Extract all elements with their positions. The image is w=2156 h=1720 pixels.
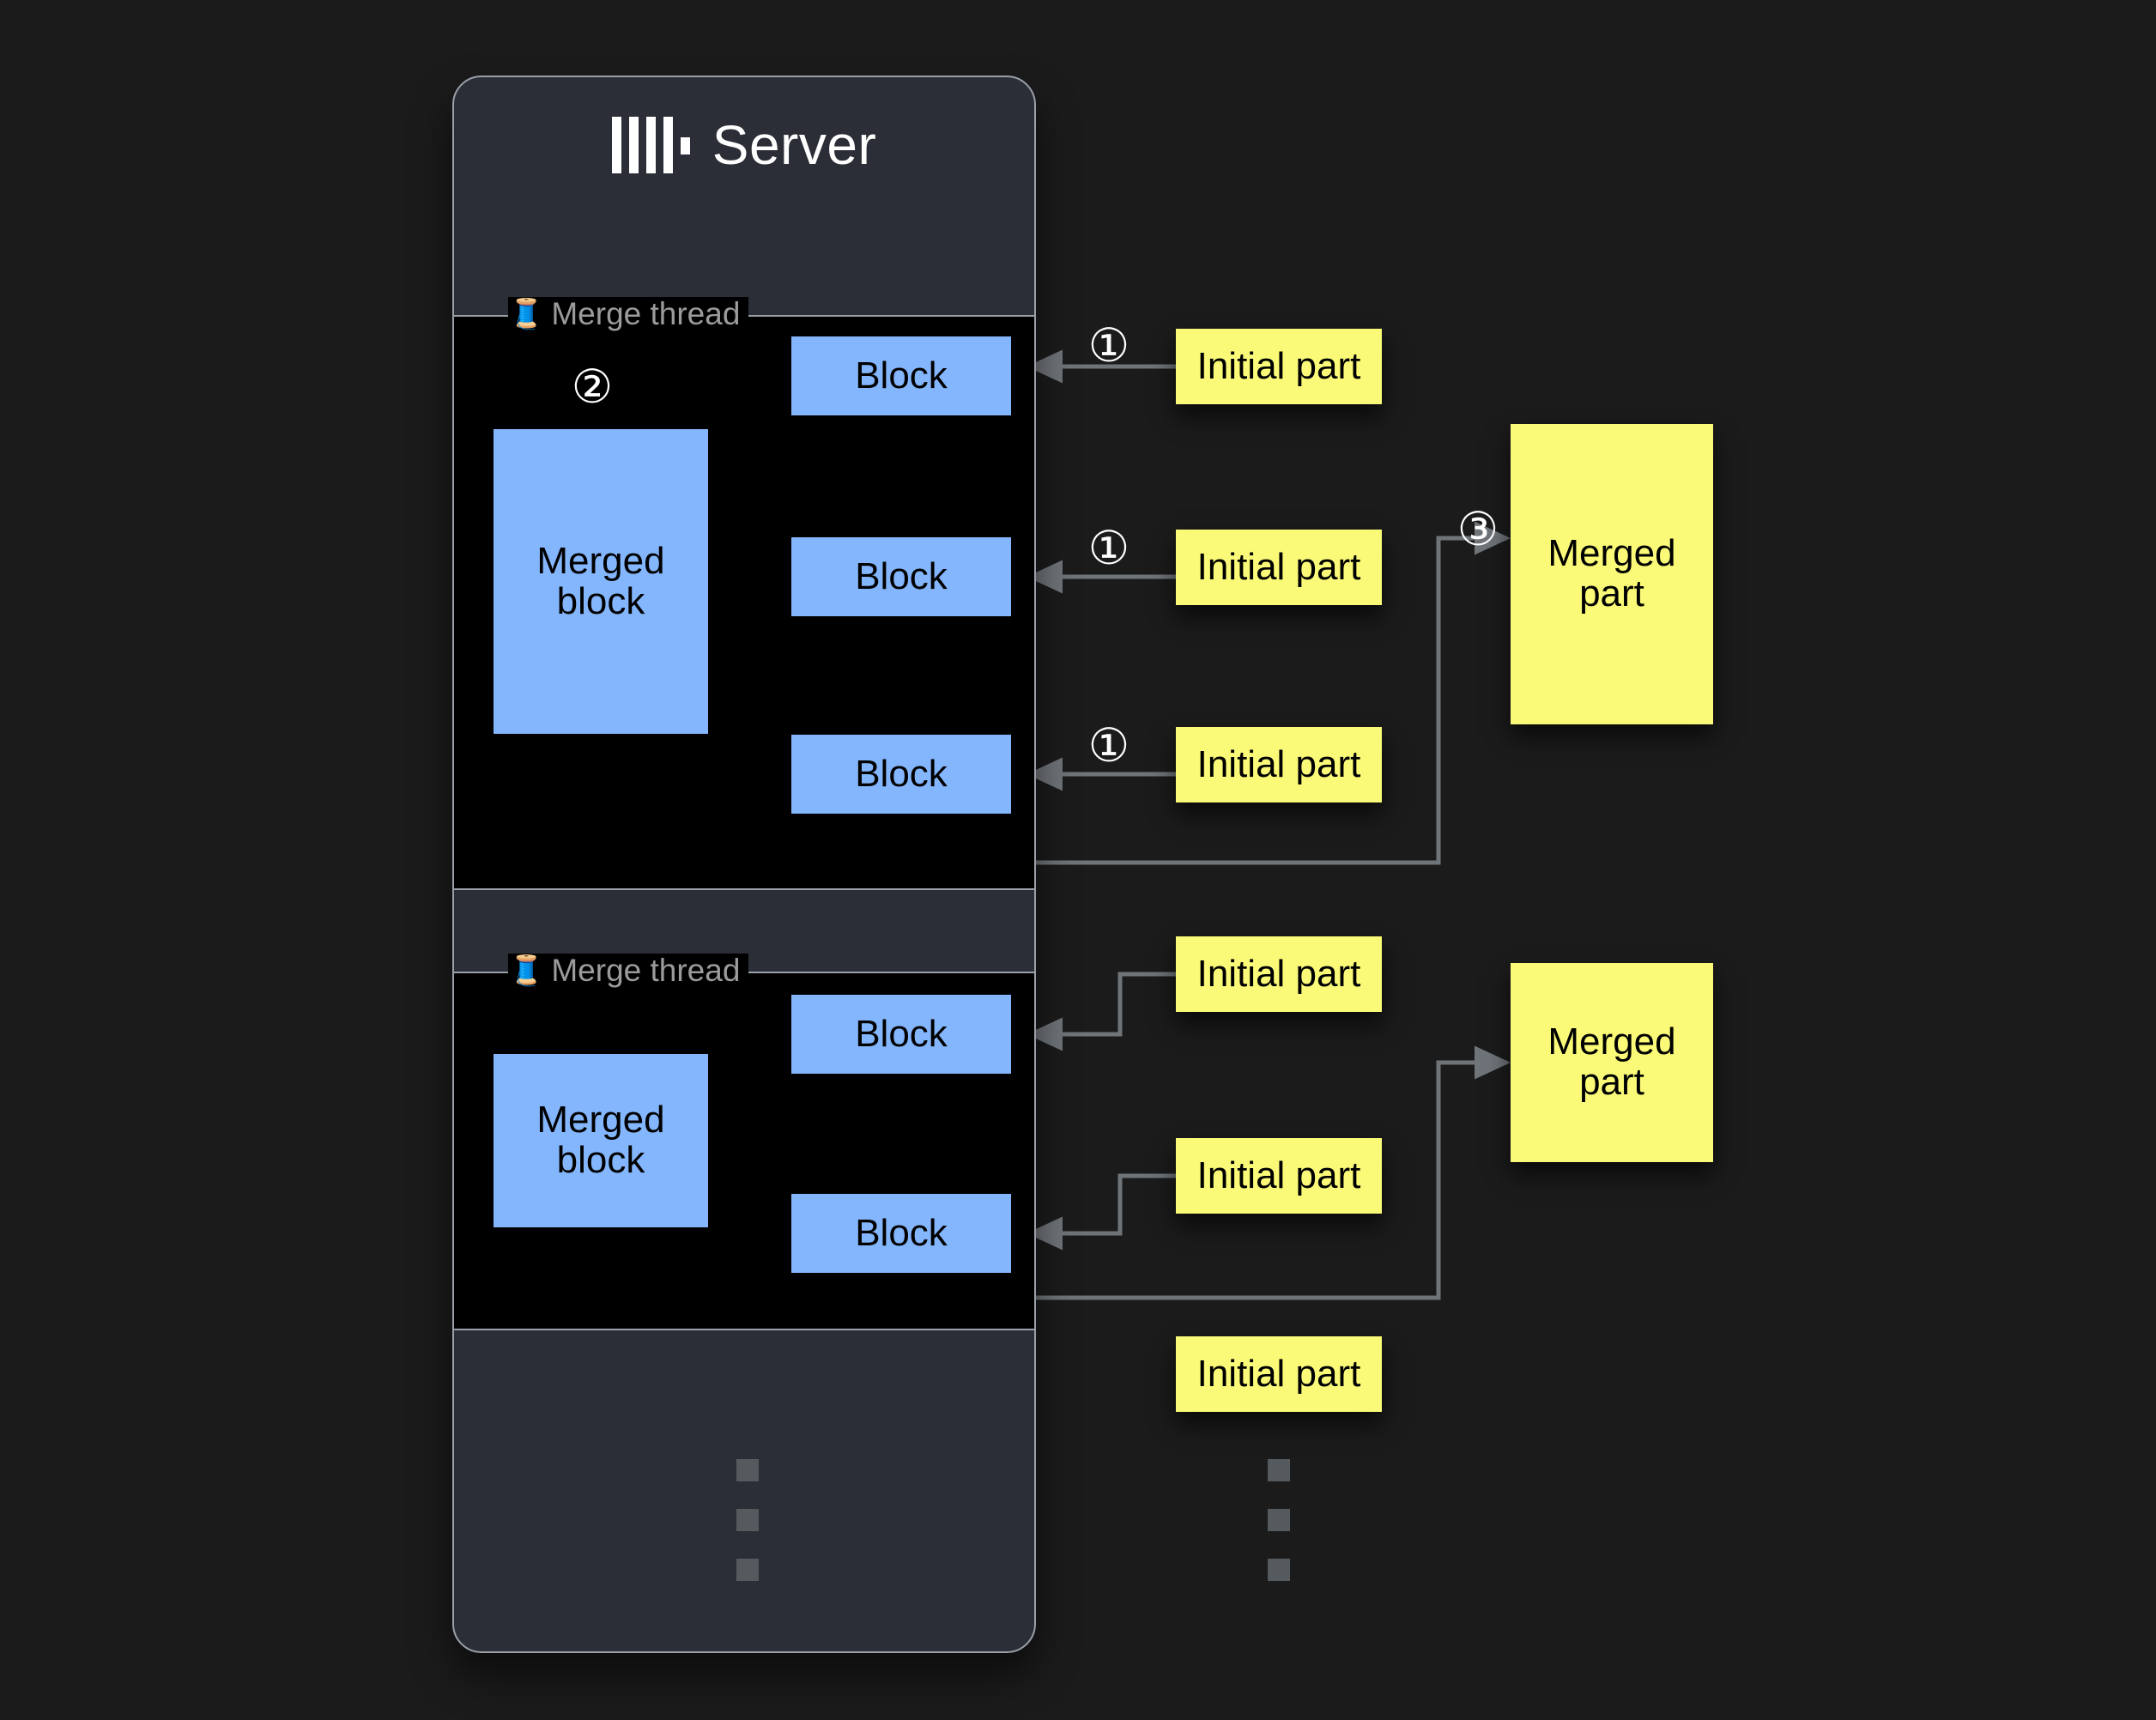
merged-block-1: Merged block bbox=[494, 429, 708, 734]
block-1: Block bbox=[791, 336, 1011, 415]
ellipsis-dot bbox=[736, 1559, 759, 1581]
arrow-initial-part-to-block-5 bbox=[1026, 1173, 1176, 1251]
merge-thread-label: Merge thread bbox=[551, 296, 741, 331]
step-marker-two: ② bbox=[571, 361, 614, 413]
ellipsis-dot bbox=[1268, 1459, 1290, 1481]
step-marker-one-a: ① bbox=[1087, 320, 1130, 372]
merged-block-2: Merged block bbox=[494, 1054, 708, 1227]
initial-part-3: Initial part bbox=[1176, 727, 1382, 802]
initial-part-2: Initial part bbox=[1176, 530, 1382, 605]
merge-thread-legend-2: 🧵 Merge thread bbox=[508, 953, 749, 988]
initial-part-5: Initial part bbox=[1176, 1138, 1382, 1214]
step-marker-one-b: ① bbox=[1087, 523, 1130, 574]
step-marker-one-c: ① bbox=[1087, 720, 1130, 772]
step-marker-three: ③ bbox=[1457, 504, 1499, 555]
merge-thread-legend-1: 🧵 Merge thread bbox=[508, 296, 749, 331]
initial-part-1: Initial part bbox=[1176, 329, 1382, 404]
initial-part-6: Initial part bbox=[1176, 1336, 1382, 1412]
block-4: Block bbox=[791, 995, 1011, 1074]
block-5: Block bbox=[791, 1194, 1011, 1273]
thread-spool-icon: 🧵 bbox=[508, 954, 545, 987]
block-2: Block bbox=[791, 537, 1011, 616]
ellipsis-dot bbox=[1268, 1509, 1290, 1531]
ellipsis-dot bbox=[1268, 1559, 1290, 1581]
merged-part-1: Merged part bbox=[1511, 424, 1713, 724]
server-ellipsis bbox=[736, 1459, 759, 1608]
ellipsis-dot bbox=[736, 1509, 759, 1531]
block-3: Block bbox=[791, 735, 1011, 814]
ellipsis-dot bbox=[736, 1459, 759, 1481]
initial-part-4: Initial part bbox=[1176, 936, 1382, 1012]
merged-part-2: Merged part bbox=[1511, 963, 1713, 1162]
merge-thread-label: Merge thread bbox=[551, 953, 741, 988]
parts-ellipsis bbox=[1268, 1459, 1290, 1608]
thread-spool-icon: 🧵 bbox=[508, 298, 545, 330]
arrow-initial-part-to-block-4 bbox=[1026, 972, 1176, 1051]
